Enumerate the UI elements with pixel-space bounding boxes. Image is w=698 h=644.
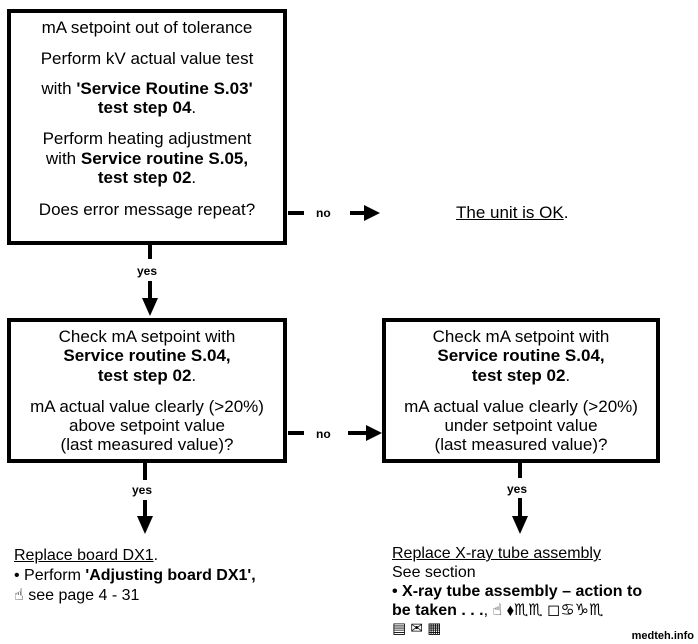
box2-line1: Check mA setpoint with bbox=[58, 327, 236, 346]
decision-box-error-repeat bbox=[7, 9, 287, 245]
result-unit-ok: The unit is OK. bbox=[456, 203, 569, 222]
arrow-right-icon bbox=[364, 205, 380, 221]
hand-pointer-icon: ☝ bbox=[14, 587, 24, 604]
box2-line5: above setpoint value bbox=[69, 416, 225, 435]
label-yes-1: yes bbox=[137, 264, 158, 278]
label-yes-3: yes bbox=[507, 482, 528, 496]
action-replace-tube-line4: be taken . . ., ☝ ⬧♏♏ ◻♋♑♏ bbox=[392, 602, 604, 619]
box1-line6: with Service routine S.05, bbox=[45, 149, 249, 168]
box3-line5: under setpoint value bbox=[444, 416, 598, 435]
symbol-glyphs: ⬧♏♏ ◻♋♑♏ bbox=[506, 602, 604, 619]
box1-line4: test step 04. bbox=[97, 98, 197, 117]
label-no-1: no bbox=[316, 206, 331, 220]
box3-line3: test step 02. bbox=[471, 366, 571, 385]
box3-line2: Service routine S.04, bbox=[437, 346, 605, 365]
arrow-down-icon bbox=[142, 298, 158, 316]
box2-line3: test step 02. bbox=[97, 366, 197, 385]
box2-line6: (last measured value)? bbox=[60, 435, 234, 454]
action-replace-dx1-title: Replace board DX1. bbox=[14, 547, 159, 564]
label-no-2: no bbox=[316, 427, 331, 441]
action-replace-tube-glyphs2: ▤ ✉ ▦ bbox=[392, 620, 442, 637]
box1-line7: test step 02. bbox=[97, 168, 197, 187]
action-replace-tube-see: See section bbox=[392, 564, 476, 581]
box3-line1: Check mA setpoint with bbox=[432, 327, 610, 346]
box1-line3: with 'Service Routine S.03' bbox=[41, 79, 253, 98]
box1-line1: mA setpoint out of tolerance bbox=[41, 18, 253, 37]
box3-line6: (last measured value)? bbox=[434, 435, 608, 454]
hand-pointer-icon: ☝ bbox=[492, 602, 503, 619]
arrow-down-icon bbox=[137, 516, 153, 534]
box3-line4: mA actual value clearly (>20%) bbox=[404, 397, 638, 416]
decision-box-under-setpoint bbox=[382, 318, 660, 463]
box1-line5: Perform heating adjustment bbox=[42, 129, 252, 148]
arrow-down-icon bbox=[512, 516, 528, 534]
action-replace-tube-bullet: • X-ray tube assembly – action to bbox=[392, 583, 643, 600]
action-replace-tube-title: Replace X-ray tube assembly bbox=[392, 545, 601, 562]
decision-box-above-setpoint bbox=[7, 318, 287, 463]
box2-line4: mA actual value clearly (>20%) bbox=[30, 397, 264, 416]
page-reference-link[interactable]: see page 4 - 31 bbox=[28, 587, 140, 604]
arrow-right-icon bbox=[366, 425, 382, 441]
box1-question: Does error message repeat? bbox=[38, 200, 256, 219]
action-replace-dx1-bullet: • Perform 'Adjusting board DX1', bbox=[14, 567, 256, 584]
box1-line2: Perform kV actual value test bbox=[40, 49, 254, 68]
action-replace-dx1-ref: ☝ see page 4 - 31 bbox=[14, 586, 139, 605]
watermark: medteh.info bbox=[631, 630, 694, 642]
label-yes-2: yes bbox=[132, 483, 153, 497]
box2-line2: Service routine S.04, bbox=[63, 346, 231, 365]
